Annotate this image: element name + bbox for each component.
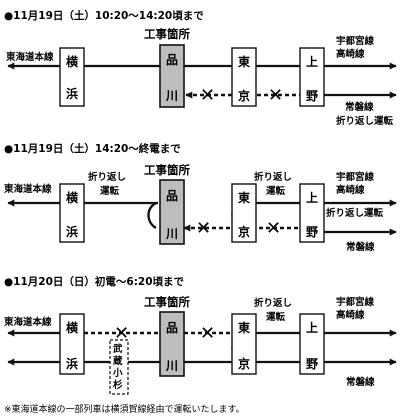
- section-1-station-ueno-2: 野: [306, 89, 318, 103]
- section-3-cross-mark-a: ✕: [114, 323, 129, 344]
- section-2-header: ●11月19日（土）14:20～終電まで: [4, 142, 181, 155]
- section-1-station-shinagawa-1: 品: [166, 53, 178, 67]
- section-2-station-ueno: [299, 183, 325, 243]
- section-1-station-yokohama-1: 横: [66, 54, 79, 69]
- section-2-cross-mark-b: ✕: [266, 218, 281, 239]
- section-3-station-tokyo-2: 京: [238, 356, 250, 371]
- section-2-right-line-2: 高崎線: [336, 184, 365, 196]
- section-1-station-yokohama: [59, 47, 85, 107]
- section-3-right-line-2: 高崎線: [336, 309, 365, 321]
- section-2-station-tokyo-2: 京: [238, 224, 250, 239]
- section-1-station-shinagawa: [159, 44, 185, 108]
- section-3-via-station-1: 武: [113, 343, 123, 355]
- section-2-work-label: 工事箇所: [144, 163, 190, 177]
- section-3-turnback-mid-2: 運転: [266, 311, 286, 323]
- section-1-work-label: 工事箇所: [144, 27, 190, 41]
- section-3-station-yokohama-1: 横: [66, 320, 79, 335]
- section-1-right-line-1: 宇都宮線: [336, 35, 375, 47]
- section-1-station-yokohama-2: 浜: [66, 86, 78, 101]
- section-1-station-shinagawa-2: 川: [165, 89, 178, 103]
- section-3-station-shinagawa: [159, 311, 185, 377]
- section-2: ●11月19日（土）14:20～終電まで 工事箇所 東海道本線 折り返し 運転 …: [3, 142, 397, 253]
- section-3-right-line-3: 常磐線: [346, 376, 375, 388]
- section-3-station-ueno: [299, 313, 325, 375]
- section-1-station-tokyo-2: 京: [238, 88, 250, 103]
- section-2-station-shinagawa-1: 品: [166, 189, 178, 203]
- section-2-right-line-1: 宇都宮線: [336, 171, 375, 183]
- section-3-left-line-label: 東海道本線: [3, 316, 52, 328]
- section-1-turnback-right: 折り返し運転: [336, 115, 394, 127]
- section-2-station-yokohama-2: 浜: [66, 224, 78, 239]
- section-3-station-yokohama-2: 浜: [66, 356, 78, 371]
- section-1-station-ueno-1: 上: [306, 54, 318, 69]
- section-2-station-ueno-2: 野: [306, 225, 318, 239]
- section-2-station-yokohama-1: 横: [66, 190, 79, 205]
- section-1-station-tokyo-1: 東: [238, 54, 250, 69]
- section-1-station-tokyo: [231, 47, 257, 107]
- section-1: ●11月19日（土）10:20～14:20頃まで 工事箇所 東海道本線 宇都宮線…: [4, 9, 397, 127]
- section-3-station-shinagawa-2: 川: [165, 359, 178, 373]
- section-3-turnback-mid-1: 折り返し: [254, 297, 292, 309]
- section-2-left-line-label: 東海道本線: [3, 183, 52, 195]
- section-2-turnback-right: 折り返し運転: [326, 207, 384, 219]
- section-2-station-shinagawa: [159, 179, 185, 245]
- section-3-station-tokyo: [231, 313, 257, 375]
- section-1-cross-mark-b: ✕: [268, 85, 283, 106]
- section-3: ●11月20日（日）初電～6:20頃まで 工事箇所 東海道本線 折り返し 運転 …: [3, 275, 397, 395]
- section-1-station-ueno: [299, 47, 325, 107]
- section-3-station-shinagawa-1: 品: [166, 321, 178, 335]
- section-2-turnback-left-2: 運転: [100, 185, 120, 197]
- section-3-via-station-3: 小: [112, 367, 123, 379]
- section-3-via-station-4: 杉: [113, 379, 123, 391]
- section-3-header: ●11月20日（日）初電～6:20頃まで: [4, 275, 185, 288]
- section-1-header: ●11月19日（土）10:20～14:20頃まで: [4, 9, 204, 22]
- section-1-left-line-label: 東海道本線: [5, 51, 54, 63]
- section-2-cross-mark-a: ✕: [196, 218, 211, 239]
- section-2-station-tokyo: [231, 183, 257, 243]
- section-2-station-shinagawa-2: 川: [165, 227, 178, 241]
- section-1-right-line-3: 常磐線: [345, 101, 374, 113]
- section-2-turnback-left-arrow: [147, 201, 157, 230]
- section-2-turnback-mid-2: 運転: [266, 185, 286, 197]
- footnote: ※東海道本線の一部列車は横須賀線経由で運転いたします。: [4, 403, 245, 415]
- section-3-station-yokohama: [59, 313, 85, 375]
- section-3-station-tokyo-1: 東: [238, 320, 250, 335]
- section-2-station-tokyo-1: 東: [238, 190, 250, 205]
- section-3-station-ueno-1: 上: [306, 320, 318, 335]
- section-2-station-yokohama: [59, 183, 85, 243]
- section-1-cross-mark-a: ✕: [200, 85, 215, 106]
- section-2-station-ueno-1: 上: [306, 190, 318, 205]
- section-3-station-ueno-2: 野: [306, 357, 318, 371]
- section-1-right-line-2: 高崎線: [336, 48, 365, 60]
- section-3-right-line-1: 宇都宮線: [336, 296, 375, 308]
- section-3-work-label: 工事箇所: [144, 295, 190, 309]
- section-2-turnback-left-1: 折り返し: [88, 171, 126, 183]
- section-2-turnback-mid-1: 折り返し: [254, 171, 292, 183]
- section-3-via-station-musashikosugi: [109, 339, 129, 395]
- section-3-cross-mark-b: ✕: [200, 323, 215, 344]
- section-2-right-line-3: 常磐線: [346, 241, 375, 253]
- section-3-via-station-2: 蔵: [113, 355, 123, 367]
